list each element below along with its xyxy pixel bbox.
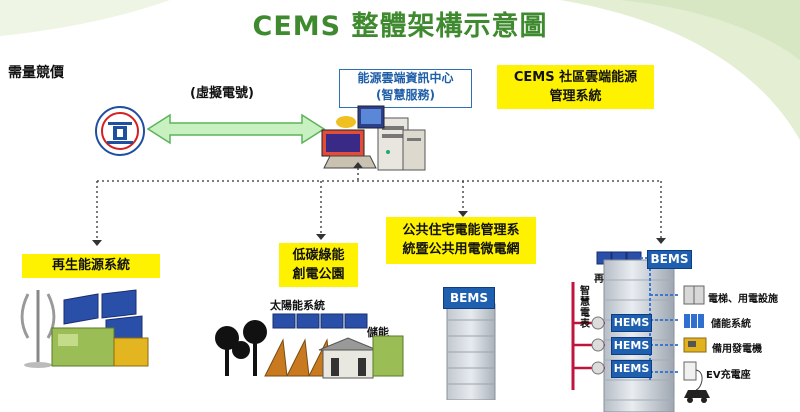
- public-housing-line2: 統暨公共用電微電網: [402, 242, 520, 257]
- bems-badge-building: BEMS: [647, 250, 692, 269]
- hems-badge-1: HEMS: [611, 314, 652, 332]
- public-housing-box: 公共住宅電能管理系 統暨公共用電微電網: [386, 217, 536, 264]
- device-label-ev: EV充電座: [706, 370, 751, 381]
- lowcarbon-line2: 創電公園: [292, 267, 345, 282]
- page-title: CEMS 整體架構示意圖: [252, 11, 548, 42]
- device-label-storage: 儲能系統: [711, 319, 751, 330]
- device-label-elevator: 電梯、用電設施: [708, 294, 778, 305]
- data-center-illustration: [321, 105, 426, 171]
- cloud-center-box: 能源雲端資訊中心 (智慧服務): [339, 69, 472, 108]
- smart-meter-label: 智 慧 電 表: [580, 286, 592, 330]
- cems-line2: 管理系統: [549, 89, 602, 104]
- hems-badge-2: HEMS: [611, 337, 652, 355]
- cems-system-box: CEMS 社區雲端能源 管理系統: [497, 65, 654, 109]
- public-housing-building: [446, 303, 496, 400]
- lowcarbon-line1: 低碳綠能: [292, 248, 345, 263]
- cloud-center-line2: (智慧服務): [376, 88, 435, 102]
- bems-badge-public: BEMS: [443, 287, 495, 309]
- smart-meter-char: 慧: [580, 297, 590, 308]
- renewable-illustration: [20, 289, 149, 368]
- smart-meter-char: 表: [580, 319, 590, 330]
- lowcarbon-park-illustration: [215, 313, 404, 379]
- virtual-signal-label: (虛擬電號): [190, 86, 254, 101]
- generator-icon: [683, 337, 707, 353]
- smart-meter-char: 智: [580, 286, 590, 297]
- battery-storage-icon: [684, 314, 704, 328]
- demand-response-label: 需量競價: [8, 65, 64, 81]
- ev-charger-icon: [683, 361, 710, 403]
- lowcarbon-park-box: 低碳綠能 創電公園: [279, 243, 358, 287]
- elevator-icon: [683, 285, 705, 305]
- smart-building-tower: [603, 259, 675, 412]
- taipower-logo-icon: [95, 106, 145, 156]
- smart-meter-char: 電: [580, 308, 590, 319]
- hems-badge-3: HEMS: [611, 360, 652, 378]
- solar-system-label: 太陽能系統: [270, 299, 325, 312]
- cems-line1: CEMS 社區雲端能源: [513, 70, 638, 85]
- virtual-link-arrow: [146, 113, 326, 145]
- public-housing-line1: 公共住宅電能管理系: [402, 223, 520, 238]
- cloud-center-line1: 能源雲端資訊中心: [357, 71, 454, 85]
- renewable-system-box: 再生能源系統: [22, 254, 160, 278]
- device-label-generator: 備用發電機: [712, 344, 762, 355]
